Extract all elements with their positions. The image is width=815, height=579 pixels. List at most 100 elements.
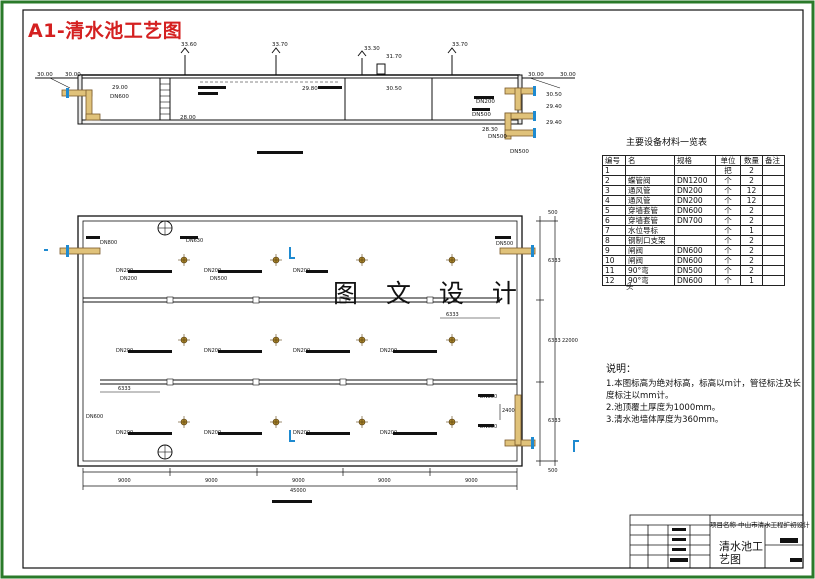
table-cell: 2 (740, 215, 763, 226)
table-cell: 通风管 (625, 195, 675, 206)
plan-text: DN800 DN630 DN500 DN500 DN600 DN200 DN20… (86, 210, 578, 494)
pipe-label: DN500 (496, 241, 513, 247)
table-cell: 9 (602, 245, 626, 256)
table-cell: 10 (602, 255, 626, 266)
table-cell: 钢制口支架 (625, 235, 675, 246)
table-cell: 6 (602, 215, 626, 226)
notes-title: 说明： (606, 364, 636, 375)
vent-label: DN200 (380, 430, 397, 436)
elev-label: 30.50 (546, 92, 562, 98)
table-cell: DN600 (674, 205, 716, 216)
header-cell: 名 (625, 155, 675, 166)
material-table-title: 主要设备材料一览表 (626, 138, 708, 148)
elev-label: 33.30 (364, 46, 380, 52)
pipe-label: DN500 (510, 149, 529, 155)
header-cell: 规格 (674, 155, 716, 166)
table-cell: DN600 (674, 255, 716, 266)
table-cell: 2 (740, 245, 763, 256)
note-line: 1.本图标高为绝对标高，标高以m计，管径标注及长 (606, 379, 801, 389)
dim-label: 6333 (548, 338, 561, 344)
table-cell: 穿墙套管 (625, 215, 675, 226)
table-cell: DN1200 (674, 175, 716, 186)
elev-label: 29.40 (546, 104, 562, 110)
table-cell: 1 (740, 225, 763, 236)
pipe-label: DN500 (472, 112, 491, 118)
dim-label: 6333 (118, 386, 131, 392)
title-block-fills (670, 528, 802, 562)
dim-label: 6333 (548, 258, 561, 264)
plan-valves (44, 245, 579, 452)
table-cell: 蝶管阀 (625, 175, 675, 186)
dim-label: 9000 (465, 478, 478, 484)
notes-block: 说明： 1.本图标高为绝对标高，标高以m计，管径标注及长 度标注以mm计。 2.… (606, 364, 801, 426)
table-cell (674, 235, 716, 246)
table-cell: 水位导标 (625, 225, 675, 236)
table-cell: 个 (715, 235, 741, 246)
table-cell: 个 (715, 175, 741, 186)
pipe-label: DN600 (480, 424, 497, 430)
elev-label: 31.70 (386, 54, 402, 60)
vent-label: DN200 (204, 268, 221, 274)
table-cell: DN500 (674, 265, 716, 276)
table-cell: 2 (740, 235, 763, 246)
table-cell: 通风管 (625, 185, 675, 196)
elev-label: 30.50 (386, 86, 402, 92)
dim-label: 6333 (446, 312, 459, 318)
table-cell: 2 (740, 205, 763, 216)
table-cell: 4 (602, 195, 626, 206)
table-cell (762, 235, 785, 246)
vent-label: DN200 (116, 430, 133, 436)
elev-label: 29.40 (546, 120, 562, 126)
dim-label: 500 (548, 210, 558, 216)
dim-label: 45000 (290, 488, 306, 494)
elev-label: 30.00 (37, 72, 53, 78)
dim-label: 2400 (502, 408, 515, 414)
table-cell: 12 (602, 275, 626, 286)
inner-border (22, 9, 804, 569)
table-cell: 个 (715, 225, 741, 236)
table-cell: 3 (602, 185, 626, 196)
table-cell (762, 215, 785, 226)
vent-label: DN200 (380, 348, 397, 354)
elev-label: 33.70 (452, 42, 468, 48)
section-elev-text: 33.60 33.70 33.30 31.70 33.70 30.00 30.0… (37, 42, 576, 155)
table-cell (762, 225, 785, 236)
table-cell (762, 255, 785, 266)
vent-label: DN200 (116, 268, 133, 274)
table-cell: 个 (715, 185, 741, 196)
pipe-label: DN200 (476, 99, 495, 105)
dim-label: 9000 (292, 478, 305, 484)
table-cell (674, 165, 716, 176)
table-cell: 个 (715, 215, 741, 226)
elev-label: 29.80 (302, 86, 318, 92)
pipe-label: DN500 (210, 276, 227, 282)
pipe-label: DN800 (100, 240, 117, 246)
table-cell: 7 (602, 225, 626, 236)
watermark-text: 图 文 设 计 (333, 279, 527, 308)
header-cell: 数量 (740, 155, 763, 166)
table-header-row: 编号 名 规格 单位 数量 备注 (602, 155, 785, 166)
section-pipes (61, 87, 536, 140)
note-line: 度标注以mm计。 (606, 391, 674, 401)
elev-label: 30.00 (65, 72, 81, 78)
table-cell (762, 195, 785, 206)
table-cell: 个 (715, 245, 741, 256)
table-cell: 闸阀 (625, 255, 675, 266)
table-cell: 个 (715, 255, 741, 266)
vent-label: DN200 (293, 430, 310, 436)
section-label-bars (198, 86, 494, 154)
pipe-label: DN630 (186, 238, 203, 244)
dim-label: 500 (548, 468, 558, 474)
